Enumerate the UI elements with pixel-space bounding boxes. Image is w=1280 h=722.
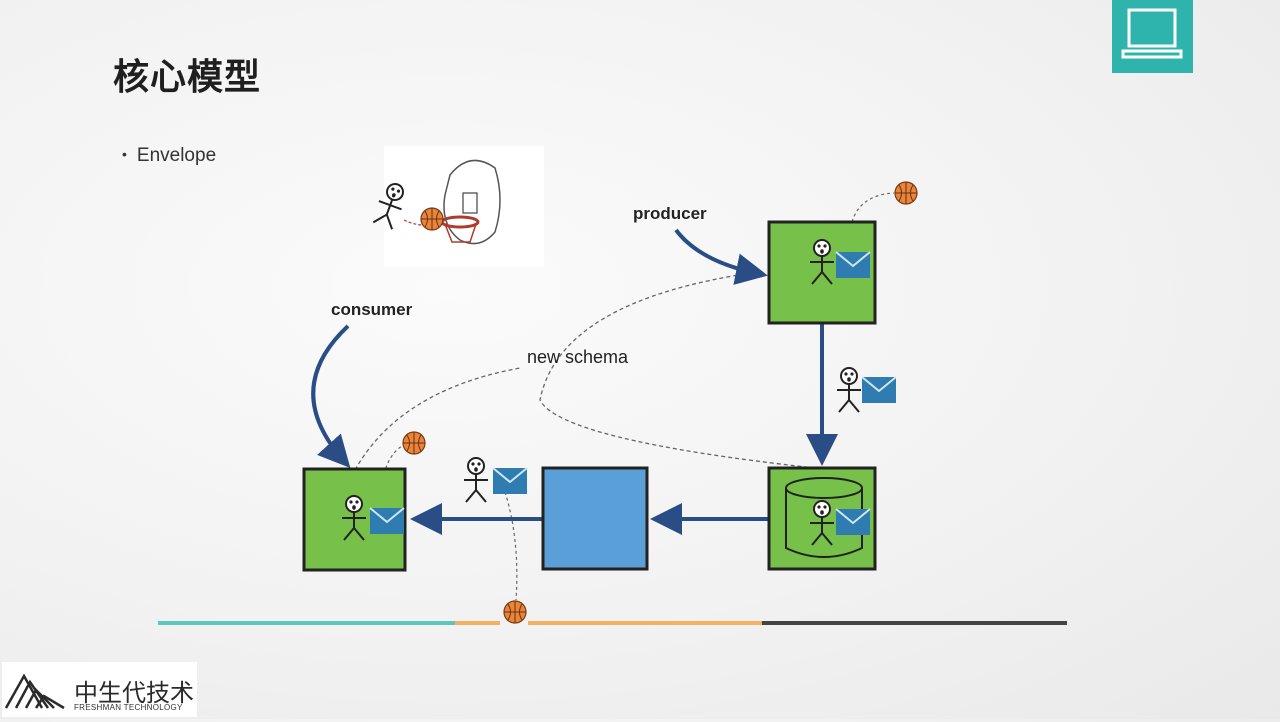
store-envelope-icon <box>835 508 871 536</box>
monitor-tile <box>1112 0 1193 73</box>
producer-ball-link <box>851 192 895 223</box>
backboard-square <box>462 192 478 214</box>
schema-link-producer-store <box>539 271 816 469</box>
consumer-label: consumer <box>331 300 413 319</box>
database-cylinder-icon <box>785 488 863 558</box>
processor-node <box>541 466 649 571</box>
timeline-ball-link <box>504 491 518 601</box>
slide-title: 核心模型 <box>113 57 262 98</box>
logo-mark-icon <box>4 673 65 710</box>
company-logo: 中生代技术 FRESHMAN TECHNOLOGY <box>2 662 197 717</box>
producer-arrow <box>674 228 768 285</box>
sketch-ball-icon <box>420 207 444 231</box>
schema-link-consumer <box>354 367 521 471</box>
bullet-envelope: • Envelope <box>122 145 216 167</box>
producer-node <box>767 220 877 325</box>
sketch-frame <box>384 146 544 267</box>
traveling-person-icon <box>463 457 489 503</box>
monitor-icon <box>1121 8 1183 59</box>
timeline-ball-icon <box>503 600 527 624</box>
producer-envelope-icon <box>835 251 871 279</box>
traveling-message <box>463 457 528 503</box>
basketball-sketch <box>370 146 544 267</box>
logo-chinese-text: 中生代技术 <box>74 679 194 707</box>
transit-envelope-icon <box>861 376 897 404</box>
new-schema-label: new schema <box>527 347 629 367</box>
consumer-arrow <box>311 324 351 468</box>
transit-person-icon <box>836 367 862 413</box>
producer-label: producer <box>633 204 707 223</box>
logo-english-text: FRESHMAN TECHNOLOGY <box>74 703 183 712</box>
bullet-text: Envelope <box>136 145 217 166</box>
producer-ball-icon <box>894 181 918 205</box>
traveling-envelope-icon <box>492 467 528 495</box>
consumer-envelope-icon <box>369 507 405 535</box>
store-node <box>767 466 877 571</box>
consumer-node <box>302 467 407 572</box>
hoop-net <box>444 223 477 243</box>
shot-trail <box>403 219 441 226</box>
consumer-ball-icon <box>402 431 426 455</box>
bullet-dot: • <box>122 146 127 162</box>
